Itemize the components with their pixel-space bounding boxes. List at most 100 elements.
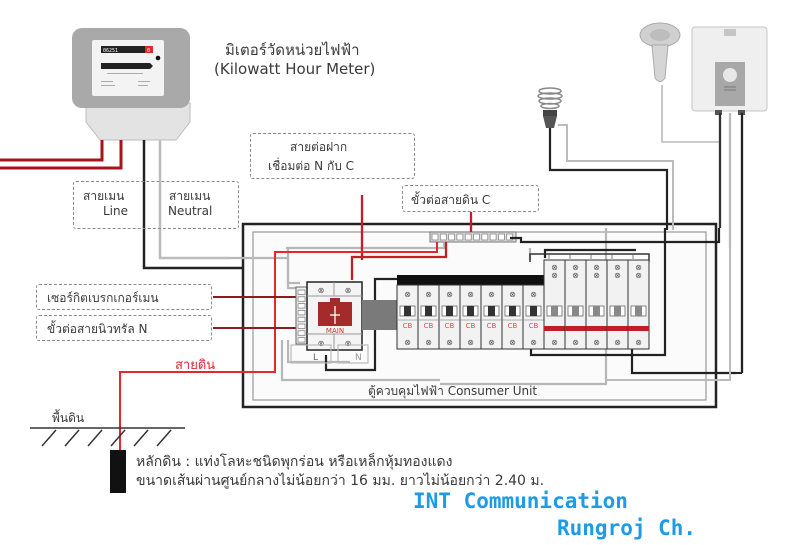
svg-text:⊗: ⊗ (572, 338, 579, 347)
ground-hatch-line (87, 429, 103, 447)
floor-label: พื้นดิน (52, 411, 85, 425)
rcbo-breaker: ⊗⊗⊗ (627, 255, 650, 350)
credit-company: INT Communication (413, 489, 628, 513)
ground-bar-terminal (456, 233, 464, 241)
busbar (397, 275, 545, 285)
svg-text:⊗: ⊗ (635, 338, 642, 347)
svg-text:⊗: ⊗ (614, 263, 621, 272)
kwh-meter: 06251 0 (72, 28, 191, 141)
terminal-l: L (313, 353, 318, 363)
neutral-bar-terminal (297, 323, 306, 329)
line-neutral-label-box (73, 181, 239, 229)
svg-text:⊗: ⊗ (530, 290, 537, 299)
ground-bar-terminal (497, 233, 505, 241)
neutral-terminal-bar (295, 286, 308, 345)
neutral-bar-terminal (297, 296, 306, 302)
rcbo-breaker: ⊗⊗⊗ (606, 255, 629, 350)
meter-reading-last: 0 (147, 48, 150, 54)
svg-text:⊗: ⊗ (345, 339, 352, 348)
ground-rod (110, 450, 126, 493)
ground-hatch-line (133, 429, 149, 447)
ground-hatch-line (41, 429, 57, 447)
neutral-bar-terminal (297, 337, 306, 343)
svg-text:⊗: ⊗ (318, 339, 325, 348)
svg-text:⊗: ⊗ (635, 271, 642, 280)
breaker-label-box (36, 284, 212, 310)
svg-text:⊗: ⊗ (467, 338, 474, 347)
cb-label: CB (403, 322, 413, 330)
busbar-cover (362, 300, 398, 330)
line-label-th: สายเมน (83, 189, 125, 203)
circuit-breaker: ⊗ ⊗ CB (438, 284, 461, 350)
cb-label: CB (508, 322, 518, 330)
breaker-terminal-labels: L N (290, 344, 369, 364)
cb-label: CB (466, 322, 476, 330)
neutral-label-th: สายเมน (169, 189, 211, 203)
circuit-breaker: ⊗ ⊗ CB (396, 284, 419, 350)
ground-wire (119, 242, 438, 452)
svg-text:⊗: ⊗ (593, 271, 600, 280)
neutral-bar-terminal (297, 303, 306, 309)
line-label-en: Line (103, 204, 129, 218)
water-heater (606, 26, 768, 381)
ground-bar-terminal (481, 233, 489, 241)
main-neutral-wire (158, 140, 230, 260)
ground-hatch-line (156, 429, 172, 447)
svg-text:⊗: ⊗ (404, 290, 411, 299)
terminal-n: N (355, 353, 362, 363)
cb-label: CB (529, 322, 539, 330)
svg-text:⊗: ⊗ (446, 338, 453, 347)
ground-hatch-line (110, 429, 126, 447)
breaker-label: เซอร์กิตเบรกเกอร์เมน (47, 291, 159, 305)
meter-digits: 06251 0 (103, 48, 150, 54)
rcbo-row: ⊗⊗⊗⊗⊗⊗⊗⊗⊗⊗⊗⊗⊗⊗⊗ (529, 253, 650, 350)
jumper-wire (350, 195, 473, 280)
svg-text:⊗: ⊗ (635, 263, 642, 272)
svg-text:⊗: ⊗ (530, 338, 537, 347)
svg-text:⊗: ⊗ (425, 338, 432, 347)
cb-label: CB (487, 322, 497, 330)
neutral-bar-terminal (297, 309, 306, 316)
ground-terminal-bar (429, 231, 517, 243)
neutral-bar-terminal (297, 330, 306, 336)
internal-dark-wires (324, 228, 736, 375)
svg-text:⊗: ⊗ (593, 263, 600, 272)
ground-wire-label: สายดิน (175, 358, 216, 373)
rod-description-line1: หลักดิน : แท่งโลหะชนิดพุกร่อน หรือเหล็กห… (136, 454, 453, 470)
svg-text:⊗: ⊗ (488, 290, 495, 299)
label-leaders (213, 296, 298, 329)
svg-text:⊗: ⊗ (551, 263, 558, 272)
svg-text:⊗: ⊗ (446, 290, 453, 299)
svg-text:⊗: ⊗ (614, 338, 621, 347)
circuit-breaker: ⊗ ⊗ CB (480, 284, 503, 350)
rcbo-breaker: ⊗⊗⊗ (585, 255, 608, 350)
meter-reading: 06251 (103, 48, 118, 54)
ground-bar-terminal (464, 233, 472, 241)
circuit-breaker: ⊗⊗CB (501, 284, 524, 350)
neutral-bar-terminal (297, 289, 306, 295)
svg-text:⊗: ⊗ (318, 286, 325, 295)
meter-title-th: มิเตอร์วัดหน่วยไฟฟ้า (225, 41, 360, 59)
svg-text:⊗: ⊗ (404, 338, 411, 347)
neutral-bar-label: ขั้วต่อสายนิวทรัล N (47, 322, 148, 336)
svg-text:⊗: ⊗ (467, 290, 474, 299)
rcbo-breaker: ⊗⊗⊗ (543, 255, 566, 350)
jumper-label-line2: เชื่อมต่อ N กับ C (268, 159, 355, 173)
circuit-breaker: ⊗ ⊗ CB (459, 284, 482, 350)
jumper-label-box (250, 133, 415, 179)
ground-bar-terminal (489, 233, 497, 241)
jumper-label-line1: สายต่อฝาก (290, 140, 348, 154)
svg-text:⊗: ⊗ (614, 271, 621, 280)
svg-text:⊗: ⊗ (572, 263, 579, 272)
svg-text:⊗: ⊗ (509, 290, 516, 299)
ground-symbol (30, 427, 185, 493)
supply-wires (0, 140, 123, 170)
meter-title-en: (Kilowatt Hour Meter) (214, 60, 376, 78)
neutral-bar-label-box (36, 315, 212, 341)
ground-hatch-line (64, 429, 80, 447)
svg-text:⊗: ⊗ (345, 286, 352, 295)
cb-label: CB (445, 322, 455, 330)
svg-text:⊗: ⊗ (488, 338, 495, 347)
light-bulb (537, 87, 674, 230)
